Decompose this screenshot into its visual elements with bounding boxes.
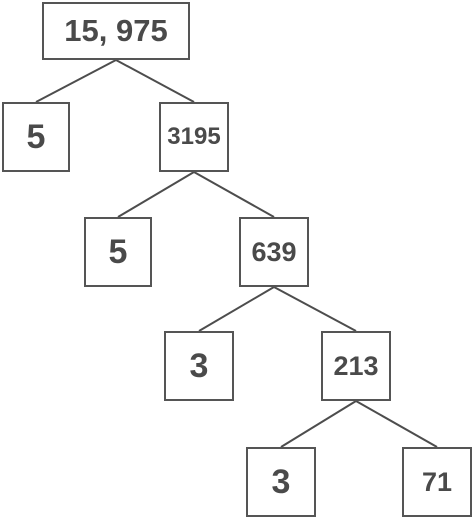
edge-root-to-5 [35,59,117,103]
edge-213-to-71 [355,400,438,448]
node-factor-3-level4: 3 [246,447,316,517]
edge-root-to-3195 [115,59,195,103]
edge-213-to-3 [280,400,357,448]
node-root-number: 15, 975 [42,2,190,60]
node-quotient-3195: 3195 [159,102,229,172]
edge-639-to-3 [198,286,275,332]
edge-639-to-213 [273,286,357,332]
node-quotient-213: 213 [321,331,391,401]
node-factor-3-level3: 3 [164,331,234,401]
node-quotient-639: 639 [239,217,309,287]
node-factor-5-level2: 5 [84,217,152,287]
node-factor-5-level1: 5 [2,102,70,172]
node-factor-71-level4: 71 [402,447,472,517]
edge-3195-to-5 [117,171,195,218]
edge-3195-to-639 [193,171,275,218]
